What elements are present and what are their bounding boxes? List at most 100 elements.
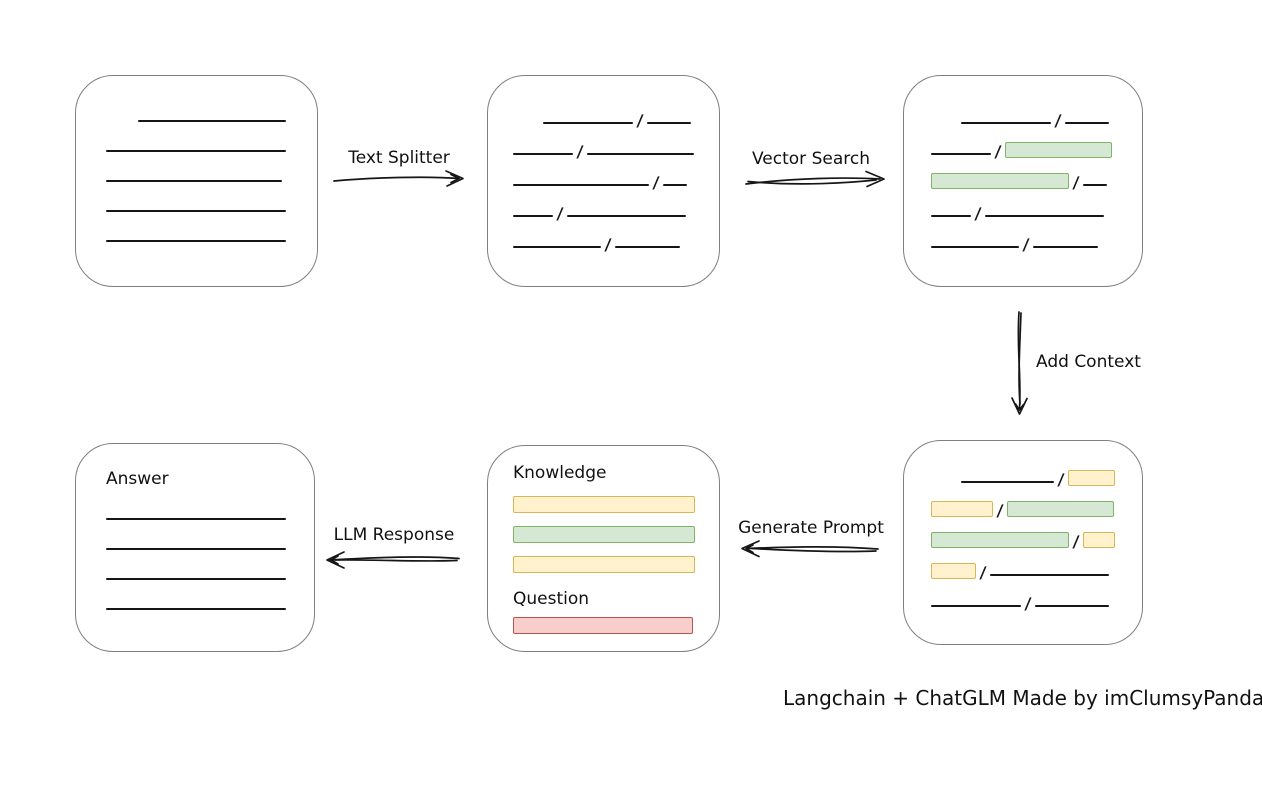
slash-separator: / xyxy=(556,204,564,223)
text-row xyxy=(106,182,289,212)
text-splitter-arrow xyxy=(333,170,464,187)
node-context-chunks: / / / / / xyxy=(903,440,1143,645)
text-row xyxy=(106,550,314,580)
knowledge-bars xyxy=(513,496,719,573)
llm-response-arrow xyxy=(326,551,460,569)
node-source-document xyxy=(75,75,318,287)
green-chunk xyxy=(1007,501,1114,517)
knowledge-label: Knowledge xyxy=(513,463,607,483)
text-line xyxy=(106,240,286,242)
text-line xyxy=(513,246,601,248)
text-line xyxy=(1033,246,1098,248)
slash-separator: / xyxy=(1057,470,1065,489)
node-answer: Answer xyxy=(75,443,315,652)
green-bar xyxy=(513,526,695,543)
yellow-bar xyxy=(513,556,695,573)
yellow-chunk xyxy=(931,563,976,579)
text-line xyxy=(513,215,553,217)
text-row xyxy=(106,580,314,610)
slash-separator: / xyxy=(576,142,584,161)
text-line xyxy=(1035,605,1109,607)
text-line xyxy=(931,246,1019,248)
slash-separator: / xyxy=(1054,111,1062,130)
text-row: / xyxy=(931,155,1142,192)
text-row: / xyxy=(961,93,1142,130)
text-line xyxy=(961,122,1051,124)
text-line xyxy=(513,153,573,155)
add-context-arrow xyxy=(1011,311,1028,415)
text-line xyxy=(663,184,687,186)
text-line xyxy=(1065,122,1109,124)
text-row: / xyxy=(931,514,1142,551)
text-line xyxy=(106,548,286,550)
text-row: / xyxy=(931,483,1142,520)
text-line xyxy=(106,518,286,520)
text-line xyxy=(931,153,991,155)
slash-separator: / xyxy=(979,563,987,582)
green-chunk xyxy=(931,532,1069,548)
question-bars xyxy=(513,617,719,634)
arrow-label-generate-prompt: Generate Prompt xyxy=(738,518,884,538)
text-row: / xyxy=(513,155,719,192)
green-chunk xyxy=(1005,142,1112,158)
text-row xyxy=(106,122,289,152)
slash-separator: / xyxy=(1024,594,1032,613)
green-chunk xyxy=(931,173,1069,189)
text-row: / xyxy=(513,186,719,223)
slash-separator: / xyxy=(1022,235,1030,254)
text-line xyxy=(615,246,680,248)
text-row: / xyxy=(513,124,719,161)
text-line xyxy=(106,608,286,610)
node-vector-matches: / / / / / xyxy=(903,75,1143,287)
text-line xyxy=(985,215,1104,217)
text-row: / xyxy=(961,452,1142,489)
text-row: / xyxy=(931,217,1142,254)
text-line xyxy=(138,120,286,122)
text-row: / xyxy=(513,217,719,254)
slash-separator: / xyxy=(1072,173,1080,192)
arrow-label-llm-response: LLM Response xyxy=(333,525,455,545)
answer-lines xyxy=(106,490,314,610)
text-row: / xyxy=(931,186,1142,223)
slash-separator: / xyxy=(996,501,1004,520)
red-bar xyxy=(513,617,693,634)
yellow-chunk xyxy=(931,501,993,517)
text-row xyxy=(106,520,314,550)
text-line xyxy=(647,122,691,124)
caption: Langchain + ChatGLM Made by imClumsyPand… xyxy=(783,686,1262,710)
text-line xyxy=(106,180,282,182)
text-line xyxy=(587,153,694,155)
text-line xyxy=(931,605,1021,607)
arrow-label-add-context: Add Context xyxy=(1036,352,1141,372)
text-row: / xyxy=(931,545,1142,582)
vector-search-arrow xyxy=(745,170,885,188)
text-line xyxy=(931,215,971,217)
slash-separator: / xyxy=(652,173,660,192)
yellow-bar xyxy=(513,496,695,513)
slash-separator: / xyxy=(604,235,612,254)
text-line xyxy=(990,574,1109,576)
text-line xyxy=(106,150,286,152)
arrow-label-text-splitter: Text Splitter xyxy=(348,148,450,168)
node-split-chunks: / / / / / xyxy=(487,75,720,287)
text-line xyxy=(106,578,286,580)
text-line xyxy=(961,481,1054,483)
slash-separator: / xyxy=(994,142,1002,161)
text-row: / xyxy=(931,576,1142,613)
question-label: Question xyxy=(513,589,590,609)
yellow-chunk xyxy=(1083,532,1115,548)
text-row: / xyxy=(543,93,719,130)
text-line xyxy=(567,215,686,217)
text-row xyxy=(138,92,289,122)
yellow-chunk xyxy=(1068,470,1115,486)
text-line xyxy=(513,184,649,186)
text-row xyxy=(106,152,289,182)
text-line xyxy=(1083,184,1107,186)
text-line xyxy=(106,210,286,212)
answer-label: Answer xyxy=(106,469,169,489)
slash-separator: / xyxy=(636,111,644,130)
slash-separator: / xyxy=(1072,532,1080,551)
text-row xyxy=(106,212,289,242)
slash-separator: / xyxy=(974,204,982,223)
